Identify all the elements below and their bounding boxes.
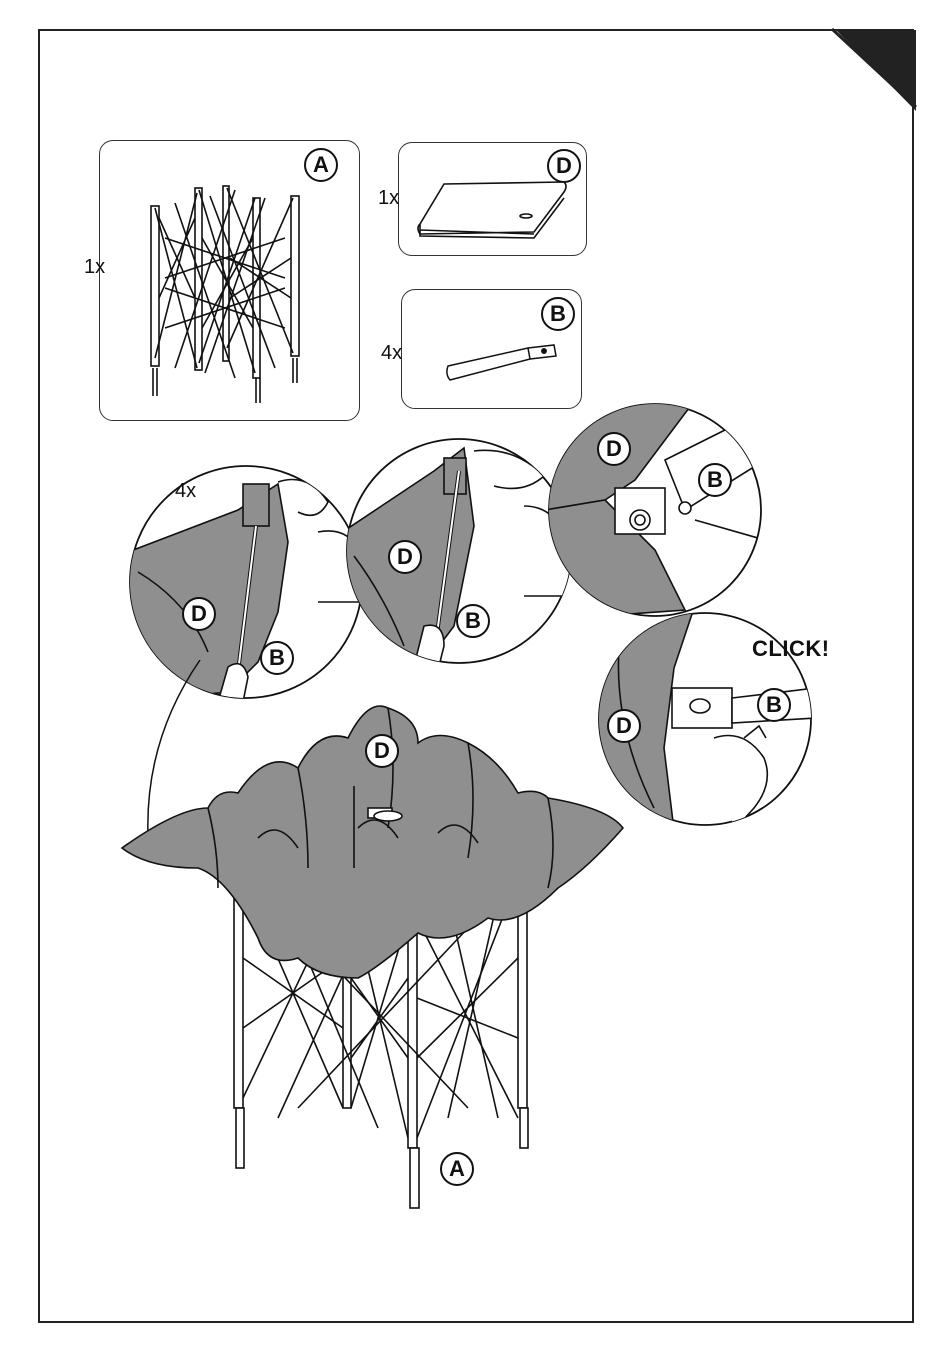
part-rod-qty: 4x xyxy=(381,342,402,365)
detail2-canopy-letter: D xyxy=(388,540,422,574)
corner-tab-mark xyxy=(830,27,918,111)
detail-rod-connection-closeup xyxy=(545,400,765,620)
folded-frame-illustration xyxy=(135,178,315,408)
part-canopy-qty: 1x xyxy=(378,187,399,210)
main-canopy-letter: D xyxy=(365,734,399,768)
gazebo-frame-with-canopy-illustration xyxy=(118,698,630,1218)
detail4-rod-letter: B xyxy=(757,688,791,722)
detail2-rod-letter: B xyxy=(456,604,490,638)
detail1-canopy-letter: D xyxy=(182,597,216,631)
folded-canopy-illustration xyxy=(414,178,574,248)
detail3-rod-letter: B xyxy=(698,463,732,497)
click-callout: CLICK! xyxy=(752,636,830,662)
part-frame-qty: 1x xyxy=(84,256,105,279)
support-rod-illustration xyxy=(444,340,559,385)
detail1-qty: 4x xyxy=(175,480,196,503)
detail3-canopy-letter: D xyxy=(597,432,631,466)
part-rod-letter: B xyxy=(541,297,575,331)
main-frame-letter: A xyxy=(440,1152,474,1186)
part-frame-letter: A xyxy=(304,148,338,182)
detail1-rod-letter: B xyxy=(260,641,294,675)
